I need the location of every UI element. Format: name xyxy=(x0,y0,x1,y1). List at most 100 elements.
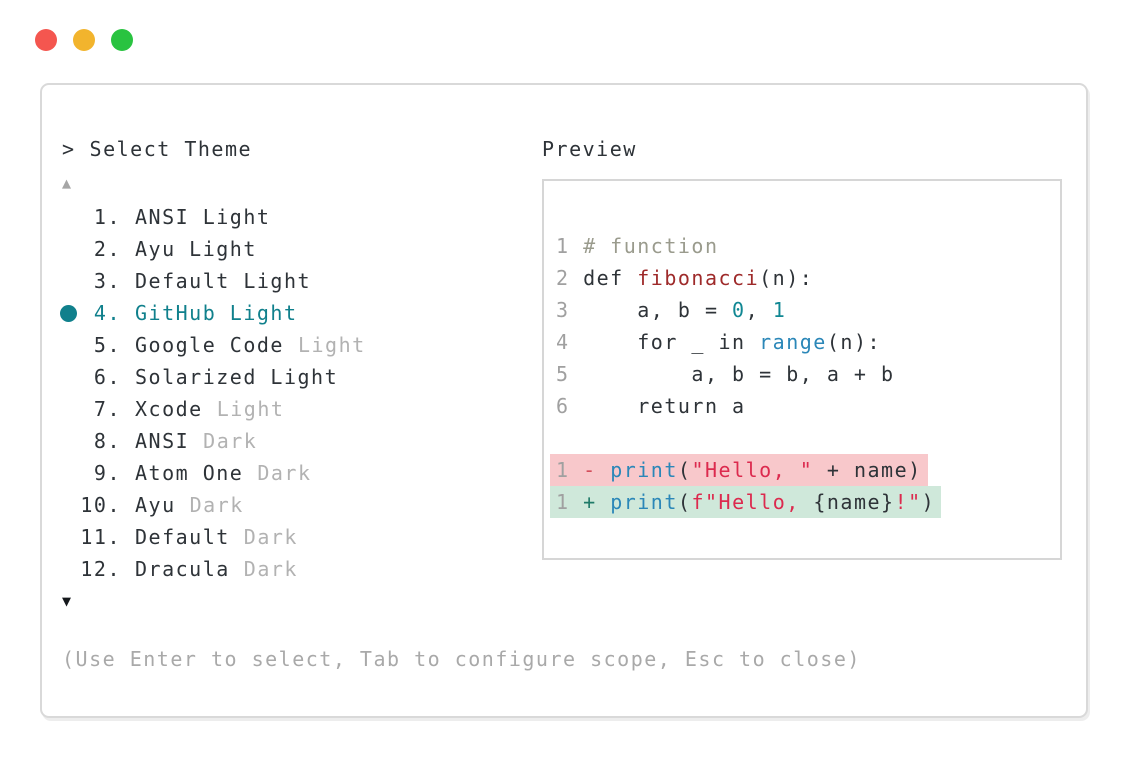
theme-number: 1. xyxy=(80,205,121,229)
code-token: def xyxy=(583,266,638,290)
preview-pane: 1 # function 2 def fibonacci(n): 3 a, b … xyxy=(542,179,1062,560)
theme-number: 11. xyxy=(80,525,121,549)
theme-variant: Dark xyxy=(243,525,298,549)
theme-name: Google Code xyxy=(135,333,284,357)
selection-bullet xyxy=(60,553,80,585)
code-token: "Hello, " xyxy=(691,458,814,482)
theme-list-item[interactable]: 11. Default Dark xyxy=(60,521,861,553)
code-line: 2 def fibonacci(n): xyxy=(556,262,1060,294)
theme-list-item[interactable]: 1. ANSI Light xyxy=(60,201,861,233)
minimize-window-icon[interactable] xyxy=(73,29,95,51)
theme-list-item[interactable]: 3. Default Light xyxy=(60,265,861,297)
selection-bullet xyxy=(60,489,80,521)
line-number: 3 xyxy=(556,298,584,322)
keyboard-hints: (Use Enter to select, Tab to configure s… xyxy=(62,647,861,671)
theme-name: Default Light xyxy=(135,269,312,293)
theme-list-item[interactable]: 6. Solarized Light xyxy=(60,361,861,393)
theme-variant: Dark xyxy=(243,557,298,581)
theme-list-item[interactable]: 5. Google Code Light xyxy=(60,329,861,361)
theme-picker-panel: >Select Theme ▲ 1. ANSI Light 2. Ayu Light… xyxy=(40,83,1088,718)
selection-bullet xyxy=(60,457,80,489)
code-line: 3 a, b = 0, 1 xyxy=(556,294,1060,326)
theme-list-item[interactable]: 4.GitHub Light xyxy=(60,297,861,329)
theme-variant: Dark xyxy=(257,461,312,485)
zoom-window-icon[interactable] xyxy=(111,29,133,51)
code-token: + name) xyxy=(813,458,922,482)
code-token: for _ in xyxy=(583,330,760,354)
theme-number: 10. xyxy=(80,493,121,517)
selection-bullet xyxy=(60,233,80,265)
theme-number: 12. xyxy=(80,557,121,581)
scroll-up-icon[interactable]: ▲ xyxy=(62,174,72,192)
code-line: 6 return a xyxy=(556,390,1060,422)
code-token: {name} xyxy=(813,490,895,514)
line-number: 1 xyxy=(556,458,584,482)
theme-list-item[interactable]: 9. Atom One Dark xyxy=(60,457,861,489)
code-token: 0 xyxy=(732,298,746,322)
preview-column: Preview 1 # function 2 def fibonacci(n):… xyxy=(542,133,1062,560)
selection-bullet xyxy=(60,425,80,457)
code-token: f"Hello, xyxy=(691,490,814,514)
scroll-down-icon[interactable]: ▼ xyxy=(62,592,72,610)
line-number: 4 xyxy=(556,330,584,354)
code-token: range xyxy=(759,330,827,354)
theme-number: 6. xyxy=(80,365,121,389)
code-token: (n): xyxy=(759,266,814,290)
theme-name: ANSI Light xyxy=(135,205,271,229)
preview-title: Preview xyxy=(542,137,637,161)
theme-name: Ayu Light xyxy=(135,237,257,261)
code-line: 1 # function xyxy=(556,230,1060,262)
theme-variant: Light xyxy=(297,333,366,357)
line-number: 6 xyxy=(556,394,584,418)
theme-name: Default xyxy=(135,525,230,549)
selection-bullet xyxy=(60,521,80,553)
selection-bullet xyxy=(60,297,80,329)
diff-deleted-line: 1 - print("Hello, " + name) xyxy=(550,454,1060,486)
theme-variant: Light xyxy=(216,397,285,421)
theme-number: 3. xyxy=(80,269,121,293)
theme-number: 5. xyxy=(80,333,121,357)
code-token: a, b = b, a + b xyxy=(583,362,895,386)
palette-title: Select Theme xyxy=(89,137,253,161)
line-number: 2 xyxy=(556,266,584,290)
theme-number: 2. xyxy=(80,237,121,261)
palette-header: >Select Theme xyxy=(62,133,861,165)
code-token: , xyxy=(745,298,773,322)
theme-variant: Dark xyxy=(189,493,244,517)
code-token: ) xyxy=(921,490,936,514)
code-token: !" xyxy=(894,490,922,514)
theme-number: 8. xyxy=(80,429,121,453)
code-token: # function xyxy=(583,234,719,258)
diff-added-line: 1 + print(f"Hello, {name}!") xyxy=(550,486,1060,518)
code-token: a, b = xyxy=(583,298,733,322)
code-token: ( xyxy=(677,458,692,482)
theme-variant: Dark xyxy=(203,429,258,453)
theme-list-column: >Select Theme ▲ 1. ANSI Light 2. Ayu Light… xyxy=(60,133,861,675)
code-token: print xyxy=(610,490,678,514)
theme-number: 4. xyxy=(80,301,121,325)
theme-list-item[interactable]: 2. Ayu Light xyxy=(60,233,861,265)
code-token: (n): xyxy=(826,330,882,354)
selection-bullet xyxy=(60,329,80,361)
selection-bullet xyxy=(60,201,80,233)
code-token: print xyxy=(610,458,678,482)
code-line: 4 for _ in range(n): xyxy=(556,326,1060,358)
theme-number: 7. xyxy=(80,397,121,421)
close-window-icon[interactable] xyxy=(35,29,57,51)
theme-list: 1. ANSI Light 2. Ayu Light 3. Default Light… xyxy=(60,201,861,585)
diff-minus-marker: - xyxy=(583,458,611,482)
code-token: 1 xyxy=(772,298,787,322)
code-token: return a xyxy=(583,394,746,418)
code-token: fibonacci xyxy=(637,266,760,290)
theme-number: 9. xyxy=(80,461,121,485)
theme-name: Solarized Light xyxy=(135,365,339,389)
diff-plus-marker: + xyxy=(583,490,611,514)
theme-name: Atom One xyxy=(135,461,244,485)
code-token: ( xyxy=(677,490,692,514)
selection-bullet xyxy=(60,393,80,425)
window-controls xyxy=(35,29,133,51)
